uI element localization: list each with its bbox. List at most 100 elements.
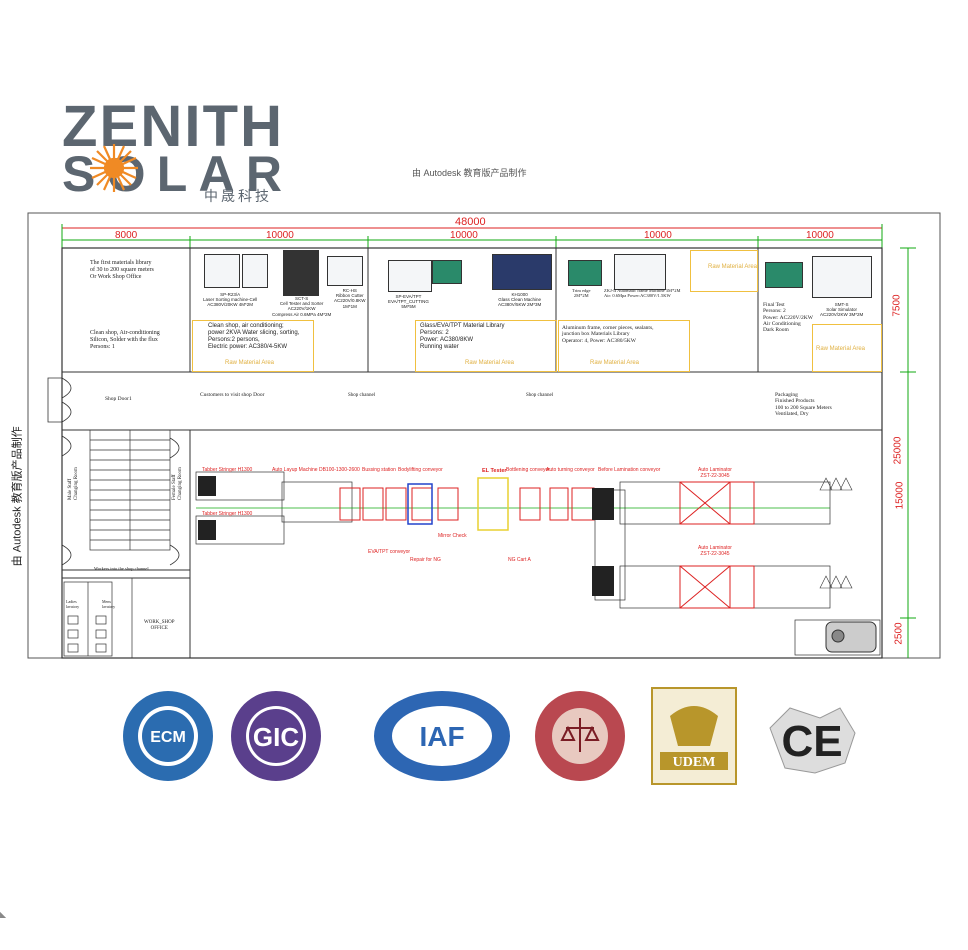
buffer-label: Bottlening conveyor	[506, 467, 550, 473]
gic-badge-icon: GIC	[231, 691, 321, 781]
zone-outline-1	[192, 320, 314, 372]
workshop-office-text: WORK_SHOP OFFICE	[144, 620, 175, 631]
raw-material-label-1: Raw Material Area	[225, 360, 275, 366]
ribbon-cutter-image	[327, 256, 363, 286]
gic-text: GIC	[253, 722, 299, 752]
shop-channel-2: Shop channel	[526, 393, 554, 398]
door-icon	[47, 377, 180, 566]
ente-seal-icon	[535, 691, 625, 781]
machine8-text: SMT-S Solar Simulator AC220V/2KW 3M*2M	[820, 302, 864, 318]
zone-outline-4	[690, 250, 758, 292]
corner-mark-icon: ◣	[0, 910, 7, 919]
workers-text: Workers into the shop channel	[94, 566, 149, 571]
dim-right-3: 15000	[894, 481, 906, 510]
cell-tester-image	[242, 254, 268, 288]
eva-tpt-label: EVA/TPT conveyor	[368, 549, 411, 555]
ecm-text: ECM	[150, 729, 186, 746]
male-room-text: Male Staff Changing Room	[68, 467, 79, 500]
logo-chinese: 中晟科技	[204, 188, 272, 204]
trim-edge-image	[568, 260, 602, 286]
iaf-logo: IAF	[372, 688, 512, 784]
dim-seg-1: 8000	[115, 230, 138, 241]
conveyor-blocks	[198, 476, 614, 596]
machine2-text: SCT-S Cell Tester and Sorter AC220V/1KW …	[272, 296, 332, 317]
iaf-text: IAF	[419, 721, 464, 752]
aluminium-text: Aluminum frame, corner pieces, sealants,…	[562, 325, 654, 344]
mirror-label: Mirror Check	[438, 533, 467, 539]
floor-plan-lines	[27, 212, 941, 659]
stringer1-label: Tabber Stringer H1300	[202, 467, 253, 473]
mens-text: Mens lavatory	[102, 599, 116, 609]
ecm-badge-icon: ECM	[123, 691, 213, 781]
clean-shop-mid-text: Clean shop, air conditioning; power 2KVA…	[208, 323, 300, 350]
company-logo: ZENITH SOLAR 中晟科技	[62, 94, 292, 206]
raw-material-label-3: Raw Material Area	[590, 360, 640, 366]
machine7-text: ZKJ-II Automatic frame Machine 3M*2M Air…	[604, 288, 681, 299]
materials-library-text: The first materials library of 30 to 200…	[90, 260, 154, 280]
glass-table-image	[432, 260, 462, 284]
packaging-text: Packaging Finished Products 100 to 200 S…	[775, 392, 832, 417]
cell-sorter-image	[283, 250, 319, 296]
eva-cutter-image	[388, 260, 432, 292]
glass-clean-image	[492, 254, 552, 290]
ente-logo	[532, 688, 628, 784]
laminator1-label: Auto Laminator ZST-22-3045	[698, 467, 732, 479]
laser-sorter-image	[204, 254, 240, 288]
ng-cart-label: NG Cart A	[508, 557, 531, 563]
female-room-text: Female Staff Changing Room	[172, 467, 183, 500]
lavatory-icon	[63, 578, 133, 658]
floor-plan: 48000 8000 10000 10000 10000 10000 7500 …	[20, 210, 950, 660]
before-lam-label: Before Lamination conveyor	[598, 467, 661, 473]
auto-turning-label: Auto turning conveyor	[546, 467, 595, 473]
solar-simulator-image	[812, 256, 872, 298]
final-test-text: Final Test Persons: 2 Power: AC220V/2KW …	[763, 302, 813, 334]
gic-logo: GIC	[228, 688, 324, 784]
zone-outline-2	[415, 320, 557, 372]
certification-logos: ECM GIC IAF UDEM	[110, 680, 870, 790]
machine4-text: SP-EVA/TPT EVA/TPT_CUTTING 5M*5M	[388, 294, 429, 310]
stringer2-label: Tabber Stringer H1300	[202, 511, 253, 517]
raw-material-label-2: Raw Material Area	[465, 360, 515, 366]
zone-outline-3	[558, 320, 690, 372]
glass-library-text: Glass/EVA/TPT Material Library Persons: …	[420, 323, 505, 350]
dim-total: 48000	[455, 216, 486, 228]
dim-right-2: 25000	[892, 436, 904, 465]
zone-outline-5	[812, 324, 882, 372]
repair-label: Repair for NG	[410, 557, 441, 563]
customers-text: Customers to visit shop Door	[200, 392, 265, 398]
ce-logo: CE	[760, 688, 860, 784]
raw-material-label-4: Raw Material Area	[708, 264, 758, 270]
raw-material-label-5: Raw Material Area	[816, 346, 866, 352]
dim-seg-4: 10000	[644, 230, 672, 241]
ladies-text: Ladies lavatory	[66, 599, 80, 609]
sun-icon	[90, 144, 138, 192]
dim-right-4: 2500	[893, 622, 905, 645]
bottom-conveyor-label: Bodylifting conveyor	[398, 467, 443, 473]
frame-machine-image	[614, 254, 666, 290]
el-tester-label: EL Tester	[482, 468, 507, 474]
udem-shield-icon: UDEM	[651, 687, 737, 785]
udem-text: UDEM	[673, 755, 716, 770]
shop-channel-1: Shop channel	[348, 393, 376, 398]
dim-seg-3: 10000	[450, 230, 478, 241]
layup-label: Auto Layup Machine DB100-1300-2600	[272, 467, 360, 473]
logo-graphic: ZENITH SOLAR	[62, 94, 284, 202]
final-test-table-image	[765, 262, 803, 288]
ecm-logo: ECM	[120, 688, 216, 784]
clean-shop-left-text: Clean shop, Air-conditioning Silicon, So…	[90, 330, 160, 350]
laminator2-label: Auto Laminator ZST-22-3045	[698, 545, 732, 557]
side-watermark-text: 由 Autodesk 教育版产品制作	[11, 426, 24, 567]
machine5-text: KH1000 Glass Clean Machine AC380V/5KW 2M…	[498, 292, 542, 308]
udem-logo: UDEM	[650, 686, 738, 786]
iaf-badge-icon: IAF	[374, 691, 510, 781]
machine6-text: Trim edge 2M*2M	[572, 288, 591, 299]
bussing-label: Bussing station	[362, 467, 396, 473]
dim-right-1: 7500	[891, 294, 903, 317]
dim-seg-5: 10000	[806, 230, 834, 241]
shop-door-text: Shop Door1	[105, 396, 132, 402]
ce-text: CE	[781, 717, 842, 766]
ce-mark-icon: CE	[769, 707, 856, 774]
production-stations	[339, 481, 755, 609]
dim-seg-2: 10000	[266, 230, 294, 241]
pallet-icon	[819, 477, 853, 589]
